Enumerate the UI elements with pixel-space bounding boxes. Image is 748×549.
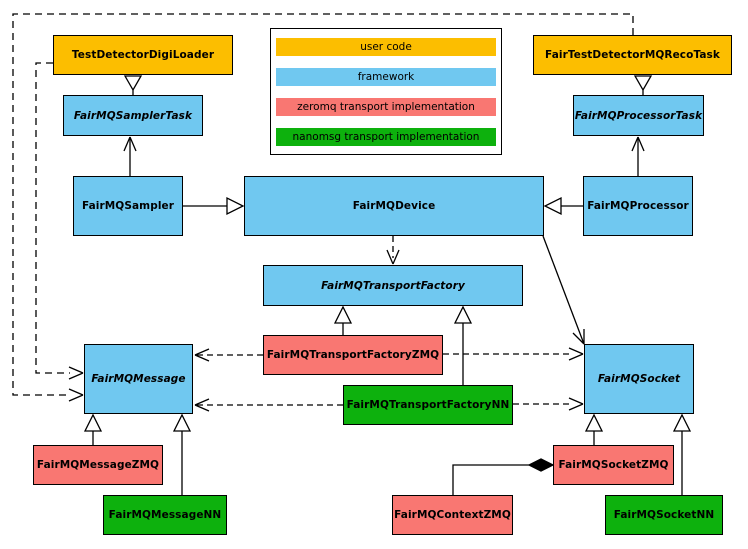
edge-device-socket — [542, 235, 585, 345]
node-fairmqtransportfactory: FairMQTransportFactory — [263, 265, 523, 306]
node-fairmqdevice: FairMQDevice — [244, 176, 544, 236]
edge-processor-device-inheritance — [543, 196, 583, 216]
edge-sampler-device-inheritance — [183, 196, 245, 216]
node-fairmqmessagenn: FairMQMessageNN — [103, 495, 227, 535]
edge-factoryzmq-factory-inheritance — [333, 305, 353, 336]
node-fairmqsocket: FairMQSocket — [584, 344, 694, 414]
node-fairmqsamplertask: FairMQSamplerTask — [63, 95, 203, 136]
node-fairmqtransportfactoryzmq: FairMQTransportFactoryZMQ — [263, 335, 443, 375]
node-fairmqprocessortask: FairMQProcessorTask — [573, 95, 704, 136]
edge-recotask-message-dependency — [12, 13, 634, 402]
edge-processor-processortask — [631, 136, 645, 176]
edge-sampler-samplertask — [123, 136, 137, 176]
legend-item-user-code: user code — [276, 38, 496, 56]
edge-socketzmq-contextzmq-composition — [452, 458, 555, 495]
edge-socketzmq-socket-inheritance — [584, 413, 604, 445]
edge-socketnn-socket-inheritance — [672, 413, 692, 495]
node-fairmqprocessor: FairMQProcessor — [583, 176, 693, 236]
node-fairmqcontextzmq: FairMQContextZMQ — [392, 495, 513, 535]
node-fairmqmessagezmq: FairMQMessageZMQ — [33, 445, 163, 485]
edge-factoryzmq-socket-dependency — [443, 347, 584, 361]
edge-messagezmq-message-inheritance — [83, 413, 103, 445]
edge-factoryzmq-message-dependency — [194, 348, 263, 362]
edge-factorynn-factory-inheritance — [453, 305, 473, 385]
edge-device-factory-dependency — [386, 236, 400, 265]
edge-digiloader-samplertask-inheritance — [123, 75, 143, 95]
edge-factorynn-socket-dependency — [513, 397, 584, 411]
legend-item-nanomsg: nanomsg transport implementation — [276, 128, 496, 146]
node-fairmqsocketnn: FairMQSocketNN — [605, 495, 723, 535]
node-fairmqsocketzmq: FairMQSocketZMQ — [553, 445, 674, 485]
edge-digiloader-message-dependency — [35, 62, 84, 380]
node-testdetectordigiloader: TestDetectorDigiLoader — [53, 35, 233, 75]
edge-messagenn-message-inheritance — [172, 413, 192, 495]
edge-factorynn-message-dependency — [194, 398, 343, 412]
node-fairmqsampler: FairMQSampler — [73, 176, 183, 236]
edge-recotask-processortask-inheritance — [633, 75, 653, 95]
legend: user code framework zeromq transport imp… — [270, 28, 502, 155]
node-fairtestdetectormqrecotask: FairTestDetectorMQRecoTask — [533, 35, 732, 75]
legend-item-zeromq: zeromq transport implementation — [276, 98, 496, 116]
node-fairmqmessage: FairMQMessage — [84, 344, 193, 414]
legend-item-framework: framework — [276, 68, 496, 86]
node-fairmqtransportfactorynn: FairMQTransportFactoryNN — [343, 385, 513, 425]
